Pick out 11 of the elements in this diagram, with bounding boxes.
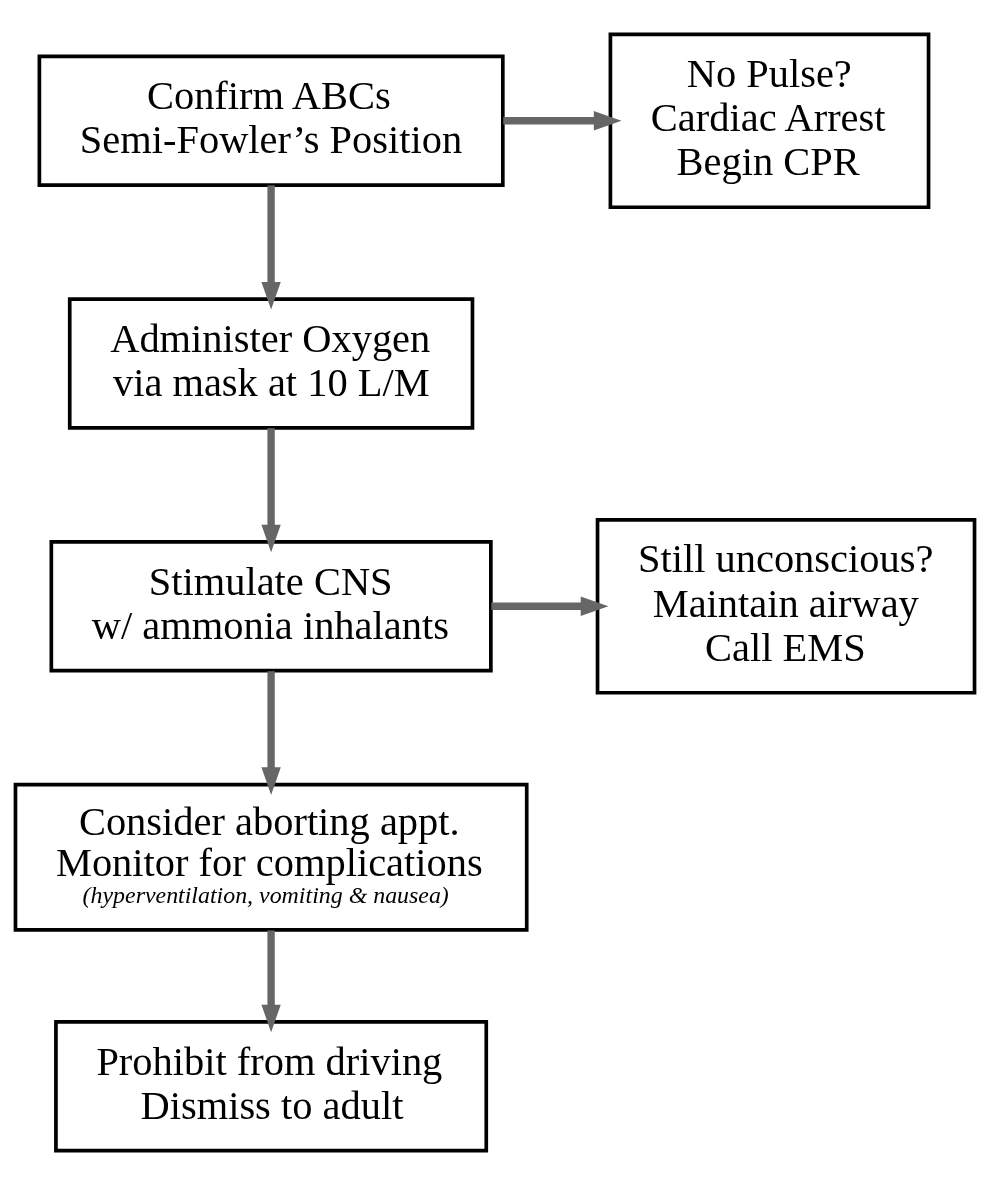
node-box: Still unconscious? Maintain airway Call EMS xyxy=(595,517,977,695)
arrow xyxy=(261,184,281,310)
node-box: Confirm ABCs Semi-Fowler’s Position xyxy=(37,54,505,187)
node-box: Consider aborting appt. Monitor for complications (hyperventilation, vomiting & nausea) xyxy=(13,782,529,932)
node-box: Stimulate CNS w/ ammonia inhalants xyxy=(49,539,493,672)
arrow xyxy=(261,670,281,795)
node-box: Administer Oxygen via mask at 10 L/M xyxy=(67,296,475,430)
node-box: No Pulse? Cardiac Arrest Begin CPR xyxy=(608,32,931,209)
node-box: Prohibit from driving Dismiss to adult xyxy=(54,1019,489,1152)
arrow xyxy=(261,929,281,1032)
arrow xyxy=(261,427,281,552)
